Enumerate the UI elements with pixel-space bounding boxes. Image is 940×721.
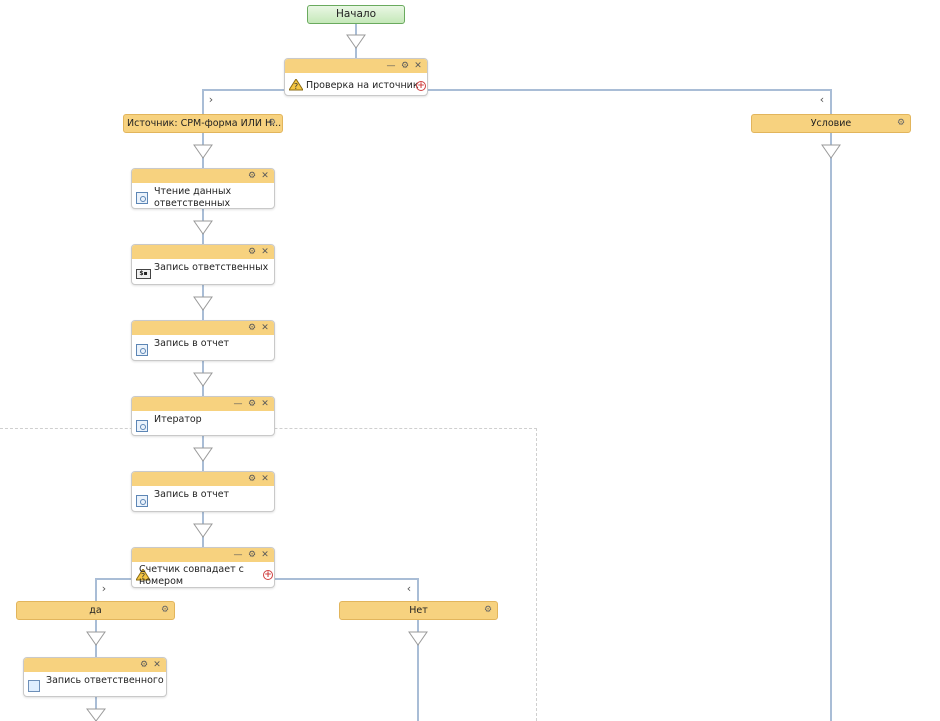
minimize-icon[interactable]: — xyxy=(233,550,243,560)
gear-icon[interactable]: ⚙ xyxy=(400,61,410,71)
gear-icon[interactable]: ⚙ xyxy=(247,550,257,560)
write-responsible-node[interactable]: ⚙ ✕ Запись ответственного xyxy=(23,657,167,697)
node-header: ⚙ ✕ xyxy=(132,472,274,486)
write-report-node[interactable]: ⚙ ✕ Запись в отчет xyxy=(131,320,275,361)
close-icon[interactable]: ✕ xyxy=(261,247,269,257)
node-header: — ⚙ ✕ xyxy=(132,548,274,562)
branch-label: Нет xyxy=(409,605,428,616)
branch-no[interactable]: Нет ⚙ xyxy=(339,601,498,620)
gear-icon[interactable]: ⚙ xyxy=(247,171,257,181)
check-source-node[interactable]: — ⚙ ✕ ? Проверка на источник + xyxy=(284,58,428,96)
decision-icon: ? xyxy=(289,79,303,91)
node-title: Проверка на источник xyxy=(306,80,419,91)
add-branch-icon[interactable]: + xyxy=(263,570,273,580)
gear-icon[interactable]: ⚙ xyxy=(247,247,257,257)
task-icon xyxy=(136,192,148,204)
gear-icon[interactable]: ⚙ xyxy=(268,118,277,128)
node-title: Запись в отчет xyxy=(154,489,230,500)
read-data-node[interactable]: ⚙ ✕ Чтение данных ответственных xyxy=(131,168,275,209)
close-icon[interactable]: ✕ xyxy=(261,474,269,484)
start-node[interactable]: Начало xyxy=(307,5,405,24)
node-header: ⚙ ✕ xyxy=(24,658,166,672)
gear-icon[interactable]: ⚙ xyxy=(247,474,257,484)
close-icon[interactable]: ✕ xyxy=(261,550,269,560)
write-responsibles-node[interactable]: ⚙ ✕ $▪ Запись ответственных xyxy=(131,244,275,285)
node-title: Запись в отчет xyxy=(154,338,230,349)
task-icon xyxy=(136,420,148,432)
node-header: ⚙ ✕ xyxy=(132,169,274,183)
branch-label: да xyxy=(89,605,102,616)
node-header: — ⚙ ✕ xyxy=(285,59,427,73)
close-icon[interactable]: ✕ xyxy=(261,171,269,181)
close-icon[interactable]: ✕ xyxy=(261,399,269,409)
svg-text:?: ? xyxy=(141,572,145,581)
task-icon xyxy=(136,495,148,507)
gear-icon[interactable]: ⚙ xyxy=(160,605,170,615)
start-label: Начало xyxy=(335,8,377,20)
cash-icon: $▪ xyxy=(136,269,151,279)
node-title: Запись ответственных xyxy=(154,262,269,273)
gear-icon[interactable]: ⚙ xyxy=(483,605,493,615)
branch-label: Условие xyxy=(810,118,852,129)
gear-icon[interactable]: ⚙ xyxy=(896,118,906,128)
branch-label: Источник: СРМ-форма ИЛИ Н... xyxy=(127,118,282,129)
iterator-node[interactable]: — ⚙ ✕ Итератор xyxy=(131,396,275,436)
close-icon[interactable]: ✕ xyxy=(153,660,161,670)
minimize-icon[interactable]: — xyxy=(386,61,396,71)
title-text: Счетчик совпадает с xyxy=(139,564,244,575)
decision-icon: ? xyxy=(136,569,150,581)
close-icon[interactable]: ✕ xyxy=(261,323,269,333)
node-title: Запись ответственного xyxy=(46,675,164,686)
node-header: ⚙ ✕ xyxy=(132,321,274,335)
node-title-line1: Чтение данных xyxy=(154,186,232,197)
chevron-right-icon[interactable]: › xyxy=(208,93,214,106)
branch-source-crm[interactable]: Источник: СРМ-форма ИЛИ Н... ⚙ xyxy=(123,114,283,133)
node-title: Итератор xyxy=(154,414,202,425)
close-icon[interactable]: ✕ xyxy=(414,61,422,71)
edit-icon xyxy=(28,680,40,692)
node-title-line2: ответственных xyxy=(154,198,231,209)
node-header: ⚙ ✕ xyxy=(132,245,274,259)
counter-check-node[interactable]: — ⚙ ✕ ? Счетчик совпадает с номером + xyxy=(131,547,275,588)
gear-icon[interactable]: ⚙ xyxy=(139,660,149,670)
title-text: номером xyxy=(139,576,184,587)
write-report-node[interactable]: ⚙ ✕ Запись в отчет xyxy=(131,471,275,512)
branch-yes[interactable]: да ⚙ xyxy=(16,601,175,620)
add-branch-icon[interactable]: + xyxy=(416,81,426,91)
node-header: — ⚙ ✕ xyxy=(132,397,274,411)
gear-icon[interactable]: ⚙ xyxy=(247,399,257,409)
chevron-left-icon[interactable]: ‹ xyxy=(819,93,825,106)
branch-condition[interactable]: Условие ⚙ xyxy=(751,114,911,133)
minimize-icon[interactable]: — xyxy=(233,399,243,409)
chevron-right-icon[interactable]: › xyxy=(101,582,107,595)
chevron-left-icon[interactable]: ‹ xyxy=(406,582,412,595)
svg-text:?: ? xyxy=(294,82,298,91)
task-icon xyxy=(136,344,148,356)
gear-icon[interactable]: ⚙ xyxy=(247,323,257,333)
